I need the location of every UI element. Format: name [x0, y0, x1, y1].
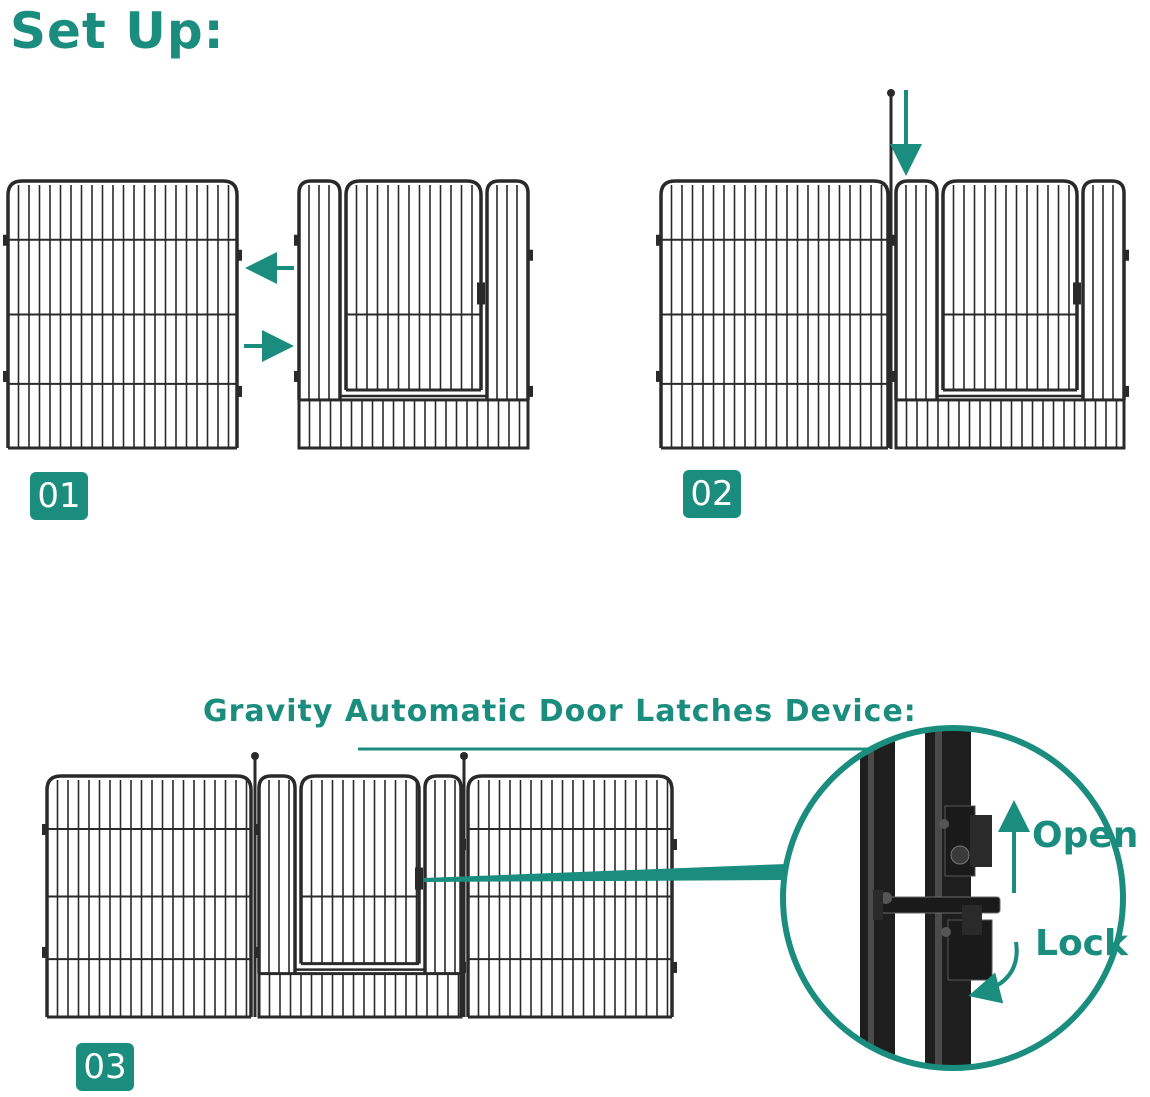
step2-diagram — [656, 89, 1129, 450]
step-badge-03: 03 — [76, 1043, 134, 1091]
pin-head — [887, 89, 895, 97]
fence-panel-plain — [42, 774, 253, 1019]
fence-panel-door — [294, 179, 533, 450]
latch-heading: Gravity Automatic Door Latches Device: — [203, 694, 917, 729]
pin-head — [460, 752, 468, 760]
page-title: Set Up: — [10, 2, 225, 60]
curved-arrow-icon — [968, 941, 1019, 1004]
latch-closeup — [780, 725, 1126, 1071]
callout-line — [424, 864, 786, 882]
fence-panel-plain — [656, 179, 890, 450]
fence-panel-plain — [3, 179, 242, 450]
lock-label: Lock — [1035, 923, 1128, 964]
fence-panel-plain — [466, 774, 677, 1019]
fence-panel-door — [254, 774, 466, 1019]
step-badge-02: 02 — [683, 470, 741, 518]
fence-panel-door — [891, 179, 1129, 450]
open-label: Open — [1032, 815, 1139, 856]
step-badge-01: 01 — [30, 472, 88, 520]
step3-diagram — [42, 752, 677, 1019]
pin-head — [251, 752, 259, 760]
step1-diagram — [3, 179, 533, 450]
